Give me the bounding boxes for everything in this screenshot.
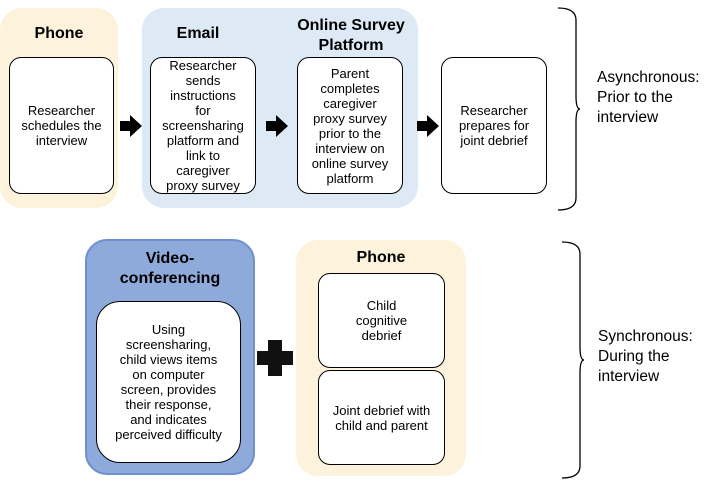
video-panel-title: Video- conferencing [119,250,221,287]
right-arrow-icon [120,115,142,137]
step-parent-completes-survey: Parent completes caregiver proxy survey … [297,57,403,194]
step-prepare-joint-debrief: Researcher prepares for joint debrief [441,57,547,194]
phone-panel-title: Phone [356,249,406,266]
video-screensharing-step: Using screensharing, child views items o… [96,301,241,463]
async-phase-label: Asynchronous: Prior to the interview [597,69,700,126]
sync-phase-label: Synchronous: During the interview [598,328,693,385]
plus-icon [257,340,293,376]
step-schedule-interview: Researcher schedules the interview [9,57,114,194]
right-arrow-icon [417,115,439,137]
step-send-instructions: Researcher sends instructions for screen… [150,57,256,194]
email-panel-title: Email [176,25,220,42]
online-survey-panel-title: Online Survey Platform [297,17,405,54]
joint-debrief-step: Joint debrief with child and parent [318,370,445,465]
right-arrow-icon [266,115,288,137]
async-bracket [557,7,581,211]
sync-bracket [561,241,585,479]
phone-panel-title: Phone [34,25,84,42]
child-cognitive-debrief-step: Child cognitive debrief [318,273,445,368]
